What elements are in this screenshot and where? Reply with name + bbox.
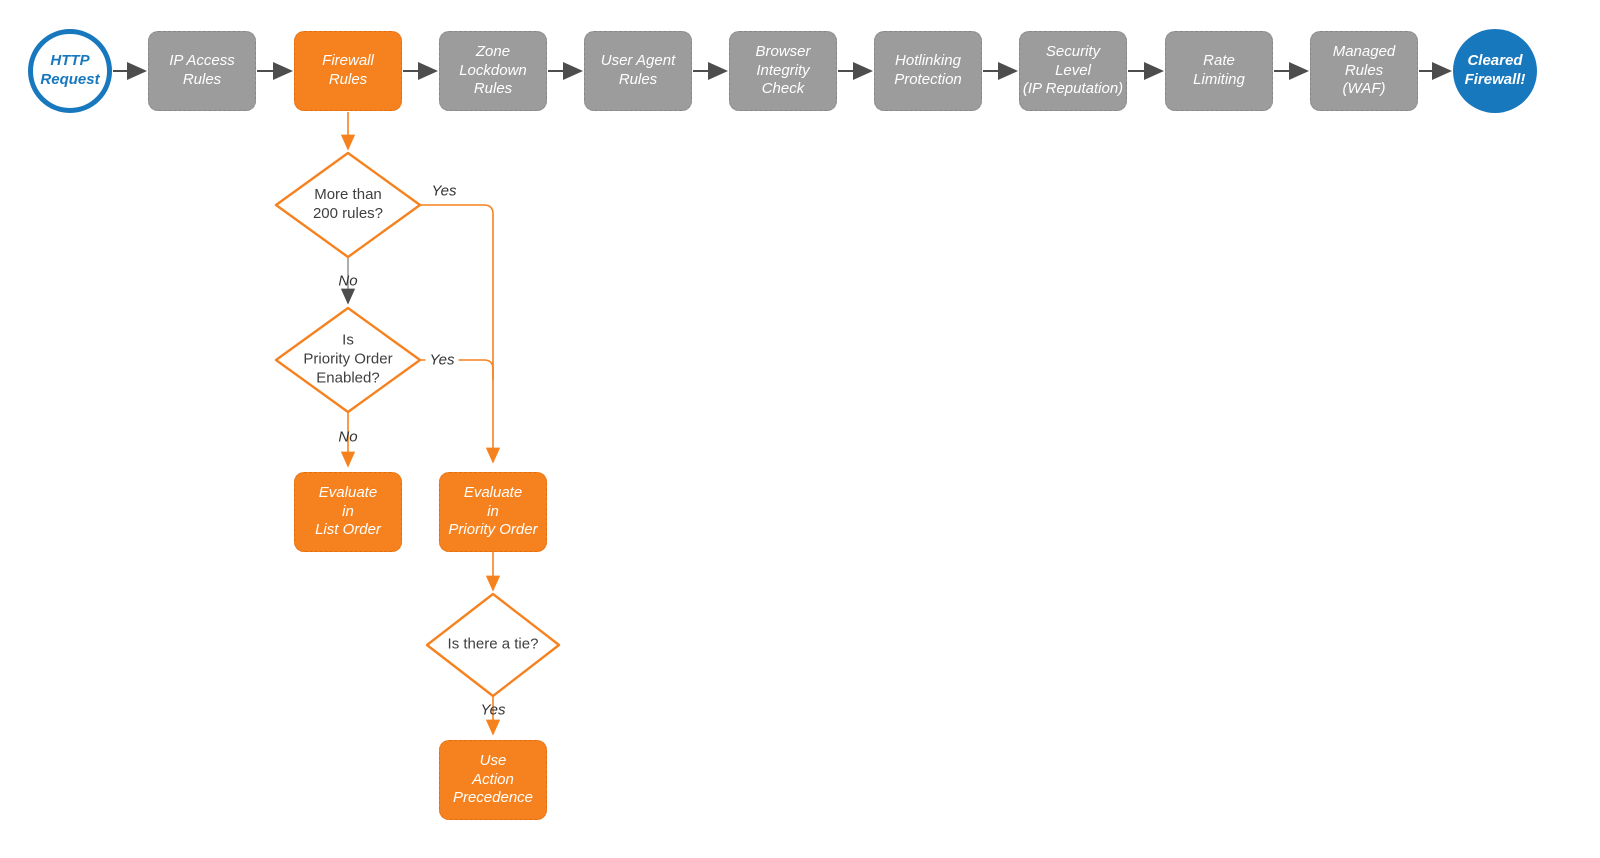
node-use-action-precedence-label: Use Action Precedence — [452, 751, 534, 807]
node-ip-access-rules-label: IP Access Rules — [169, 52, 235, 88]
edge-label-d2-no: No — [338, 428, 358, 446]
decision-diamond-tie — [425, 592, 561, 698]
node-evaluate-list-order: Evaluate in List Order — [294, 472, 402, 552]
node-browser-integrity-check-label: Browser Integrity Check — [755, 42, 811, 98]
node-http-request-label: HTTP Request — [40, 52, 100, 88]
node-evaluate-priority-order-label: Evaluate in Priority Order — [448, 483, 538, 539]
connector-decision2-yes — [420, 359, 494, 380]
node-zone-lockdown-rules-label: Zone Lockdown Rules — [459, 42, 527, 98]
node-rate-limiting: Rate Limiting — [1165, 31, 1273, 111]
node-browser-integrity-check: Browser Integrity Check — [729, 31, 837, 111]
node-cleared-firewall-label: Cleared Firewall! — [1464, 52, 1526, 88]
node-rate-limiting-label: Rate Limiting — [1193, 52, 1245, 88]
node-hotlinking-protection-label: Hotlinking Protection — [894, 52, 962, 88]
edge-label-d3-yes: Yes — [480, 701, 506, 719]
node-use-action-precedence: Use Action Precedence — [439, 740, 547, 820]
node-security-level: Security Level (IP Reputation) — [1019, 31, 1127, 111]
node-cleared-firewall: Cleared Firewall! — [1453, 29, 1537, 113]
node-zone-lockdown-rules: Zone Lockdown Rules — [439, 31, 547, 111]
node-security-level-label: Security Level (IP Reputation) — [1022, 42, 1124, 98]
node-user-agent-rules-label: User Agent Rules — [600, 52, 676, 88]
node-http-request: HTTP Request — [28, 29, 112, 113]
node-firewall-rules: Firewall Rules — [294, 31, 402, 111]
node-hotlinking-protection: Hotlinking Protection — [874, 31, 982, 111]
edge-label-d2-yes: Yes — [425, 351, 459, 369]
connector-decision1-yes — [420, 204, 501, 464]
decision-tie-label: Is there a tie? — [447, 635, 539, 653]
node-evaluate-list-order-label: Evaluate in List Order — [315, 483, 381, 539]
edge-label-d1-no: No — [338, 272, 358, 290]
node-evaluate-priority-order: Evaluate in Priority Order — [439, 472, 547, 552]
node-managed-rules-waf-label: Managed Rules (WAF) — [1332, 42, 1396, 98]
decision-rules-count-label: More than 200 rules? — [312, 186, 384, 222]
node-ip-access-rules: IP Access Rules — [148, 31, 256, 111]
node-managed-rules-waf: Managed Rules (WAF) — [1310, 31, 1418, 111]
decision-diamond-priority-enabled — [274, 306, 422, 414]
node-firewall-rules-label: Firewall Rules — [322, 52, 374, 88]
decision-diamond-rules-count — [274, 151, 422, 259]
decision-priority-enabled-label: Is Priority Order Enabled? — [303, 331, 393, 387]
edge-label-d1-yes: Yes — [431, 182, 457, 200]
node-user-agent-rules: User Agent Rules — [584, 31, 692, 111]
